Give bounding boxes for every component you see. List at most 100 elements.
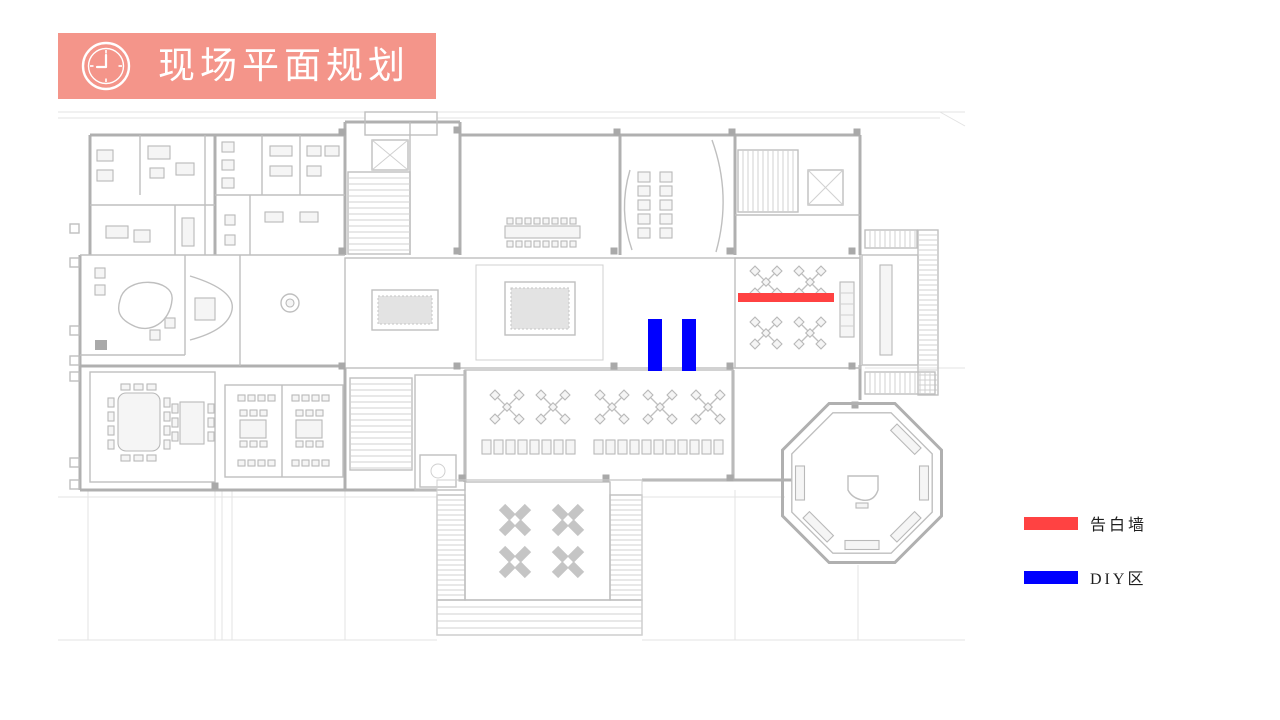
table <box>804 327 816 339</box>
chair <box>713 439 724 455</box>
stair-outline <box>436 494 466 601</box>
bench <box>879 264 893 356</box>
furniture <box>149 167 165 179</box>
stair-outline <box>436 599 643 636</box>
column <box>613 128 621 136</box>
stairs <box>349 377 413 471</box>
chair <box>553 439 564 455</box>
chair <box>605 439 616 455</box>
chair <box>267 459 276 467</box>
chair-row <box>295 440 324 448</box>
elevator <box>807 169 844 206</box>
plan-columns <box>211 126 861 490</box>
chair <box>529 439 540 455</box>
chair <box>120 454 131 462</box>
furniture <box>94 284 106 296</box>
curved-wall <box>623 169 633 251</box>
column <box>726 362 734 370</box>
chair <box>524 240 532 248</box>
chair <box>677 439 688 455</box>
legend-item-diy-zone: DIY区 <box>1024 568 1146 588</box>
curved-wall <box>711 139 724 253</box>
rug <box>377 295 433 325</box>
chair <box>207 431 215 442</box>
chair-row <box>506 240 577 248</box>
chair <box>171 403 179 414</box>
column <box>338 128 346 136</box>
chair <box>315 440 324 448</box>
stairs <box>737 149 799 213</box>
elevator-shaft <box>371 139 409 171</box>
table <box>563 515 573 525</box>
chair <box>771 338 783 350</box>
chair <box>107 425 115 436</box>
chair <box>551 240 559 248</box>
table <box>239 419 267 439</box>
curved-wall <box>189 275 233 341</box>
chair <box>560 217 568 225</box>
chair <box>515 217 523 225</box>
lounge-sofa <box>117 281 173 330</box>
chair <box>749 338 761 350</box>
sofa <box>802 510 835 543</box>
octagon-inner-wall <box>791 412 933 554</box>
chair <box>593 439 604 455</box>
chair <box>506 240 514 248</box>
chair <box>569 217 577 225</box>
chair <box>506 217 514 225</box>
room-outline <box>734 257 861 369</box>
chair <box>749 265 761 277</box>
column <box>453 126 461 134</box>
chair <box>311 394 320 402</box>
rug-outline <box>475 264 604 361</box>
furniture <box>269 145 293 157</box>
column <box>338 247 346 255</box>
chair <box>629 439 640 455</box>
chair <box>542 240 550 248</box>
column <box>610 362 618 370</box>
furniture <box>96 149 114 162</box>
confession-wall-marker <box>738 293 834 302</box>
table-set <box>489 389 525 425</box>
octagon-outer-wall <box>781 402 943 564</box>
table <box>510 515 520 525</box>
stairs <box>917 229 939 396</box>
chair <box>133 454 144 462</box>
column <box>726 474 734 482</box>
column <box>338 362 346 370</box>
column <box>726 247 734 255</box>
column <box>453 362 461 370</box>
chair <box>653 439 664 455</box>
plan-furniture <box>94 139 893 636</box>
chair <box>237 459 246 467</box>
chair <box>171 417 179 428</box>
furniture <box>96 169 114 182</box>
table <box>654 401 666 413</box>
piano <box>847 475 879 501</box>
furniture <box>175 162 195 176</box>
furniture <box>147 145 171 160</box>
chair <box>305 409 314 417</box>
column <box>853 128 861 136</box>
sofa <box>794 465 806 501</box>
elevator-shaft <box>807 169 844 206</box>
guide-line <box>939 111 966 127</box>
legend-label: 告白墙 <box>1090 517 1148 534</box>
chair <box>565 439 576 455</box>
elevator <box>371 139 409 171</box>
chair <box>771 316 783 328</box>
chair <box>793 316 805 328</box>
chair <box>295 409 304 417</box>
chair <box>617 439 628 455</box>
chair <box>171 431 179 442</box>
table <box>510 557 520 567</box>
chair <box>541 439 552 455</box>
chair <box>321 459 330 467</box>
long-table <box>504 225 581 239</box>
legend-swatch <box>1024 570 1078 584</box>
table-set <box>690 389 726 425</box>
table <box>606 401 618 413</box>
table <box>702 401 714 413</box>
chair <box>489 389 501 401</box>
